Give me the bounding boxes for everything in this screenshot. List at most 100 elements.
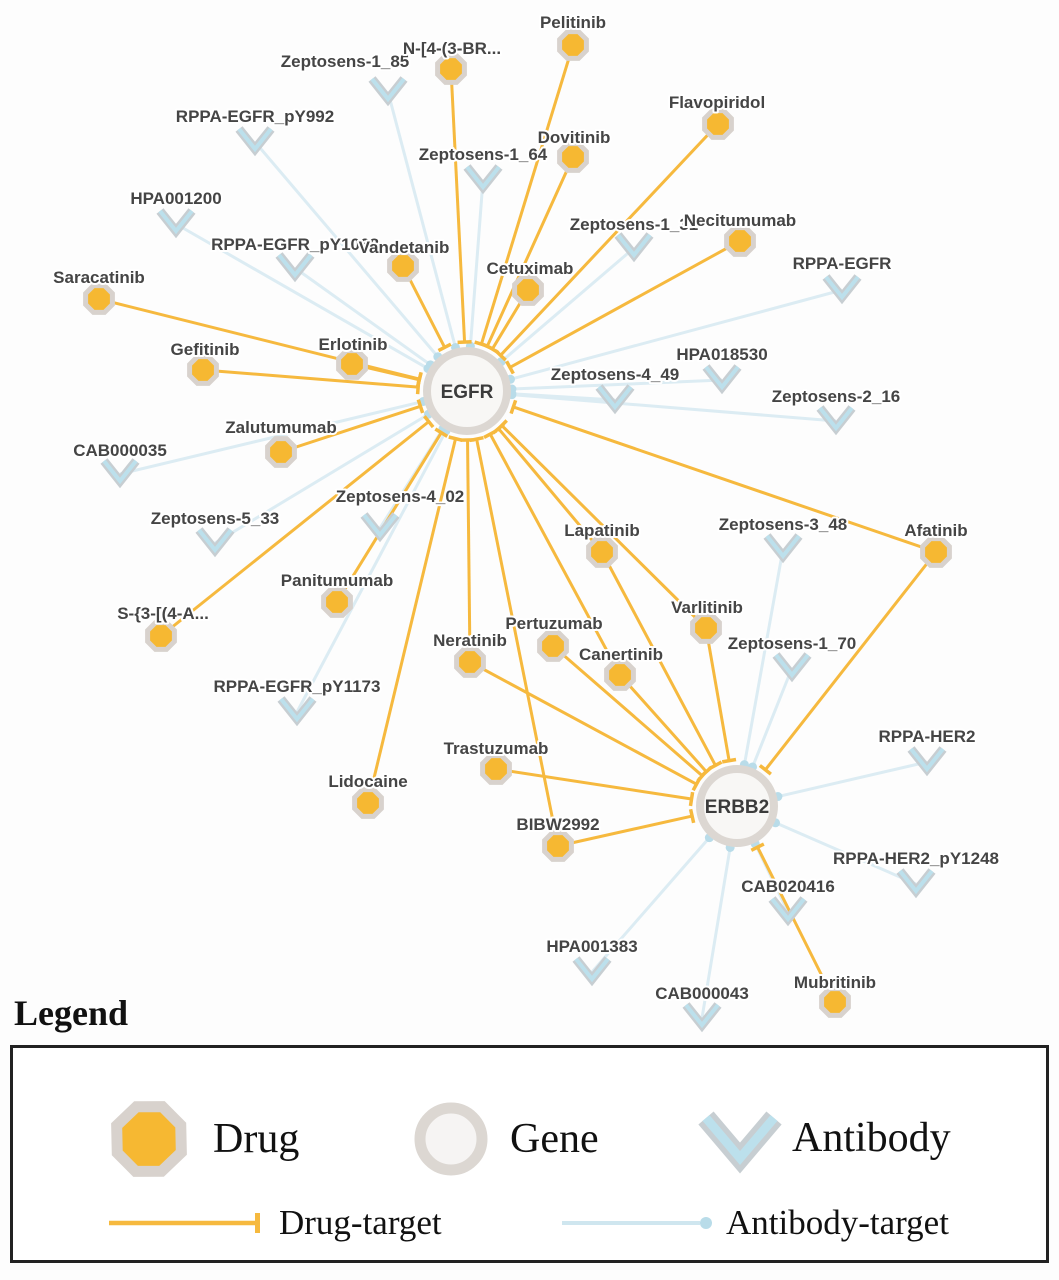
node-label-rppa-egfr-py992: RPPA-EGFR_pY992 [176, 107, 334, 126]
node-label-saracatinib: Saracatinib [53, 268, 145, 287]
antibody-node-rppa-her2-py1248[interactable] [896, 868, 936, 899]
drug-node-mubritinib[interactable] [819, 986, 851, 1018]
drug-target-edge [485, 156, 575, 347]
drug-node-zalutumumab[interactable] [265, 436, 297, 468]
drug-target-tee [505, 360, 515, 375]
legend-drug-label: Drug [213, 1116, 300, 1162]
legend-item-antibody-target: Antibody-target [558, 1203, 949, 1243]
antibody-chevron-icon-inner [704, 365, 740, 391]
drug-node-lapatinib[interactable] [586, 536, 618, 568]
antibody-chevron-icon-inner [597, 385, 633, 411]
antibody-node-rppa-egfr-py1173[interactable] [277, 696, 317, 727]
node-label-zeptosens-1-70: Zeptosens-1_70 [728, 634, 857, 653]
drug-target-tee [483, 429, 498, 439]
antibody-node-rppa-egfr[interactable] [822, 274, 862, 305]
node-label-lapatinib: Lapatinib [564, 521, 640, 540]
antibody-chevron-icon-inner [237, 127, 273, 153]
drug-node-neratinib[interactable] [454, 646, 486, 678]
antibody-node-zeptosens-1-70[interactable] [772, 652, 812, 683]
antibody-node-rppa-egfr-py992[interactable] [235, 126, 275, 157]
legend-gene-label: Gene [510, 1116, 599, 1162]
drug-target-edge [449, 68, 467, 343]
drug-target-edge [704, 627, 731, 761]
node-label-varlitinib: Varlitinib [671, 598, 743, 617]
node-label-s-3-4-a: S-{3-[(4-A... [117, 604, 209, 623]
node-label-rppa-her2: RPPA-HER2 [879, 727, 976, 746]
drug-target-edge [618, 674, 708, 773]
antibody-target-edge [742, 548, 785, 765]
antibody-node-rppa-her2[interactable] [907, 746, 947, 777]
drug-target-edge [552, 644, 704, 777]
antibody-node-zeptosens-2-16[interactable] [816, 405, 856, 436]
antibody-chevron-icon-inner [774, 653, 810, 679]
drug-node-afatinib[interactable] [920, 536, 952, 568]
node-label-bibw2992: BIBW2992 [516, 815, 599, 834]
node-label-hpa001200: HPA001200 [130, 189, 221, 208]
drug-node-gefitinib[interactable] [187, 354, 219, 386]
antibody-node-zeptosens-5-33[interactable] [195, 527, 235, 558]
drug-node-vandetanib[interactable] [387, 250, 419, 282]
gene-node-erbb2[interactable] [696, 765, 778, 847]
antibody-node-zeptosens-1-85[interactable] [368, 76, 408, 107]
drug-target-edge [280, 404, 421, 454]
drug-node-flavopiridol[interactable] [702, 108, 734, 140]
drug-node-varlitinib[interactable] [690, 612, 722, 644]
drug-target-tee [437, 342, 452, 353]
antibody-node-zeptosens-3-48[interactable] [763, 533, 803, 564]
drug-target-tee [416, 399, 425, 414]
gene-label-erbb2: ERBB2 [705, 797, 769, 818]
node-label-zeptosens-1-85: Zeptosens-1_85 [281, 52, 410, 71]
antibody-node-zeptosens-1-31[interactable] [614, 232, 654, 263]
node-label-panitumumab: Panitumumab [281, 571, 393, 590]
antibody-node-zeptosens-4-49[interactable] [595, 384, 635, 415]
node-label-hpa018530: HPA018530 [676, 345, 767, 364]
drug-node-necitumumab[interactable] [724, 225, 756, 257]
antibody-node-hpa001200[interactable] [156, 208, 196, 239]
antibody-chevron-icon-inner [370, 77, 406, 103]
antibody-node-hpa001383[interactable] [572, 956, 612, 987]
antibody-chevron-icon-inner [616, 233, 652, 259]
antibody-node-zeptosens-4-02[interactable] [360, 512, 400, 543]
drug-target-tee [691, 777, 702, 792]
node-label-zeptosens-5-33: Zeptosens-5_33 [151, 509, 280, 528]
drug-node-pelitinib[interactable] [557, 29, 589, 61]
drug-node-panitumumab[interactable] [321, 586, 353, 618]
antibody-node-cab020416[interactable] [768, 896, 808, 927]
drug-node-bibw2992[interactable] [542, 830, 574, 862]
antibody-chevron-icon-inner [909, 747, 945, 773]
node-label-zeptosens-1-64: Zeptosens-1_64 [419, 145, 548, 164]
antibody-node-rppa-egfr-py1068[interactable] [275, 252, 315, 283]
antibody-target-edge [294, 266, 432, 367]
drug-node-cetuximab[interactable] [512, 274, 544, 306]
legend-box: Drug Gene Antibody Drug-target [10, 1045, 1049, 1263]
legend-item-antibody: Antibody [698, 1100, 951, 1176]
drug-target-edge [479, 44, 575, 345]
node-label-gefitinib: Gefitinib [171, 340, 240, 359]
antibody-node-cab000043[interactable] [682, 1002, 722, 1033]
legend-item-drug-target: Drug-target [105, 1203, 442, 1243]
node-label-lidocaine: Lidocaine [328, 772, 407, 791]
antibody-node-zeptosens-1-64[interactable] [463, 164, 503, 195]
drug-node-pertuzumab[interactable] [537, 630, 569, 662]
node-label-cab020416: CAB020416 [741, 877, 835, 896]
drug-node-canertinib[interactable] [604, 659, 636, 691]
gene-node-egfr[interactable] [423, 347, 511, 435]
drug-target-edge [202, 368, 419, 389]
antibody-target-edge [468, 179, 485, 347]
drug-node-erlotinib[interactable] [336, 348, 368, 380]
drug-target-tee [699, 765, 713, 778]
node-label-pelitinib: Pelitinib [540, 13, 606, 32]
node-label-neratinib: Neratinib [433, 631, 507, 650]
antibody-target-edge [253, 141, 439, 358]
antibody-node-hpa018530[interactable] [702, 364, 742, 395]
node-label-zeptosens-4-49: Zeptosens-4_49 [551, 365, 680, 384]
drug-node-n-4-3-br[interactable] [435, 53, 467, 85]
drug-node-dovitinib[interactable] [557, 141, 589, 173]
drug-node-lidocaine[interactable] [352, 787, 384, 819]
antibody-chevron-icon-inner [818, 406, 854, 432]
antibody-node-cab000035[interactable] [100, 458, 140, 489]
drug-node-trastuzumab[interactable] [480, 753, 512, 785]
drug-node-s-3-4-a[interactable] [145, 620, 177, 652]
drug-node-saracatinib[interactable] [83, 283, 115, 315]
